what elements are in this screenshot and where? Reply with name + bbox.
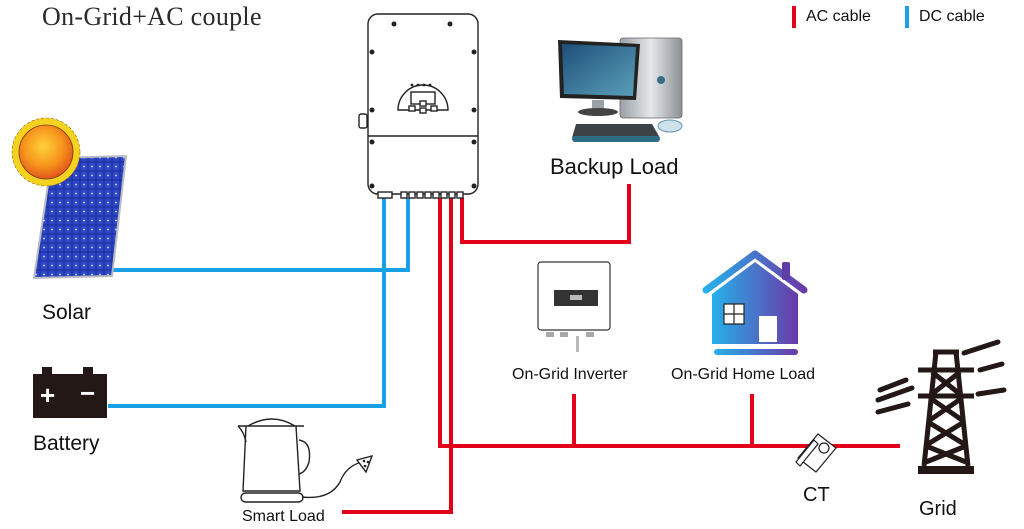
hybrid-inverter-icon: [358, 13, 479, 199]
battery-icon: [33, 367, 107, 418]
ongrid-inverter-icon: [537, 261, 611, 352]
battery-plus-sign: +: [40, 380, 56, 410]
kettle-icon: [237, 418, 374, 503]
power-tower-icon: [875, 339, 1007, 474]
smart-load-label: Smart Load: [242, 508, 325, 525]
ac-cables: [342, 184, 900, 514]
ac-cable-swatch: [792, 6, 796, 28]
legend-dc-label: DC cable: [919, 8, 985, 25]
battery-label: Battery: [33, 432, 100, 455]
legend-ac-label: AC cable: [806, 8, 871, 25]
legend-ac: AC cable: [792, 6, 871, 28]
sun-icon: [11, 117, 81, 187]
legend-dc: DC cable: [905, 6, 985, 28]
house-icon: [702, 250, 808, 355]
solar-label: Solar: [42, 301, 92, 324]
ongrid-inverter-label: On-Grid Inverter: [512, 366, 628, 383]
ac-cable-backup-load: [460, 184, 631, 244]
ac-cable-grid-bus: [438, 198, 900, 448]
backup-load-label: Backup Load: [550, 154, 679, 179]
battery-minus-sign: −: [80, 378, 96, 408]
dc-cable-solar: [108, 198, 410, 272]
diagram-title: On-Grid+AC couple: [42, 2, 262, 31]
dc-cable-battery: [108, 198, 386, 408]
current-transformer-icon: [795, 433, 837, 473]
solar-panel-icon: [11, 117, 128, 280]
dc-cable-swatch: [905, 6, 909, 28]
home-load-label: On-Grid Home Load: [671, 366, 816, 383]
ac-cable-smart-load: [342, 198, 453, 514]
desktop-computer-icon: [558, 37, 683, 142]
grid-label: Grid: [919, 498, 957, 520]
ct-label: CT: [803, 484, 830, 506]
dc-cables: [108, 198, 410, 408]
